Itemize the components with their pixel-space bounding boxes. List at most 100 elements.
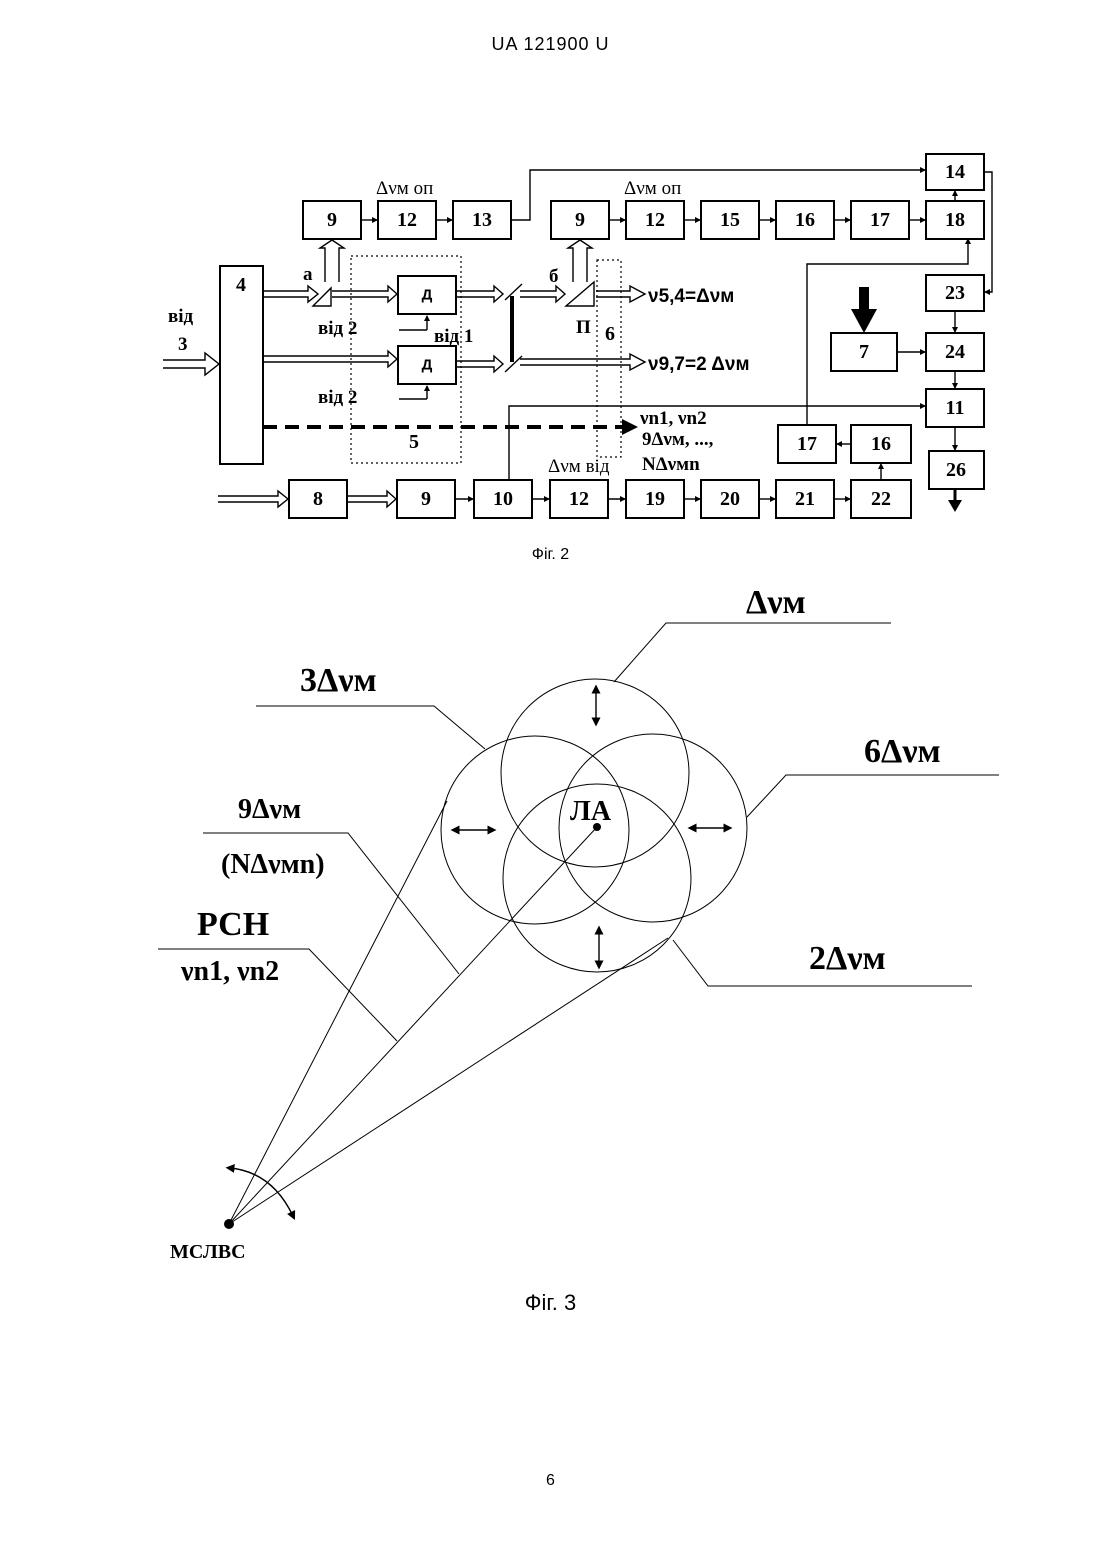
svg-text:9: 9 xyxy=(327,209,337,231)
label-vid-2-top: від 2 xyxy=(318,318,357,339)
svg-text:10: 10 xyxy=(493,488,513,510)
label-n-dv: NΔνмn xyxy=(642,454,700,475)
label-vid-1: від 1 xyxy=(434,326,473,347)
block-9-top-left: 9 xyxy=(303,201,361,239)
circle-bottom xyxy=(503,784,691,972)
la-dot xyxy=(593,823,601,831)
label-two-dv: 2Δνм xyxy=(809,940,886,977)
double-arrow-up-a xyxy=(320,240,344,282)
block-9-top-right: 9 xyxy=(551,201,609,239)
label-vid-3-a: від xyxy=(168,306,194,327)
block-26: 26 xyxy=(929,451,984,489)
block-10: 10 xyxy=(474,480,532,518)
svg-text:16: 16 xyxy=(795,209,815,231)
block-23: 23 xyxy=(926,275,984,311)
label-six-dv: 6Δνм xyxy=(864,733,941,770)
block-d-lower: Д xyxy=(398,346,456,384)
block-d-upper: Д xyxy=(398,276,456,314)
label-la: ЛА xyxy=(570,796,612,827)
svg-text:8: 8 xyxy=(313,488,323,510)
mslvs-dot xyxy=(224,1219,234,1229)
label-dv-top-left: Δνм оп xyxy=(376,178,433,199)
svg-text:11: 11 xyxy=(946,397,965,419)
block-16-mid: 16 xyxy=(851,425,911,463)
block-11: 11 xyxy=(926,389,984,427)
block-16-top: 16 xyxy=(776,201,834,239)
block-15: 15 xyxy=(701,201,759,239)
svg-text:9: 9 xyxy=(421,488,431,510)
block-13: 13 xyxy=(453,201,511,239)
double-arrow-up-b xyxy=(568,240,592,282)
svg-text:14: 14 xyxy=(945,161,965,183)
block-7: 7 xyxy=(831,333,897,371)
block-12-bottom: 12 xyxy=(550,480,608,518)
figure-3-caption: Фіг. 3 xyxy=(0,1290,1101,1316)
page-number: 6 xyxy=(0,1472,1101,1490)
rotation-arc-icon xyxy=(230,1168,293,1216)
rays xyxy=(229,801,668,1224)
svg-text:26: 26 xyxy=(946,459,966,481)
dashed-signal-arrowhead xyxy=(622,419,638,435)
svg-text:12: 12 xyxy=(397,209,417,231)
block-17-mid: 17 xyxy=(778,425,836,463)
label-nu-n: νn1, νn2 xyxy=(639,408,707,429)
label-6: 6 xyxy=(605,323,615,345)
circle-top xyxy=(501,679,689,867)
circle-left xyxy=(441,736,629,924)
circle-right xyxy=(559,734,747,922)
label-nine-dv: 9Δνм, ..., xyxy=(642,429,714,450)
svg-text:9: 9 xyxy=(575,209,585,231)
svg-text:22: 22 xyxy=(871,488,891,510)
block-12-top-left: 12 xyxy=(378,201,436,239)
svg-text:13: 13 xyxy=(472,209,492,231)
label-nine-dv: 9Δνм xyxy=(238,794,301,825)
block-20: 20 xyxy=(701,480,759,518)
svg-text:Д: Д xyxy=(422,357,433,374)
label-vid-3-b: 3 xyxy=(178,334,188,355)
block-4: 4 xyxy=(220,266,263,464)
label-n-dv: (NΔνмn) xyxy=(221,849,325,880)
block-22: 22 xyxy=(851,480,911,518)
label-b: б xyxy=(549,266,559,287)
input-arrow-from-3 xyxy=(163,353,219,375)
block-14: 14 xyxy=(926,154,984,190)
label-p: П xyxy=(576,317,591,338)
outputs-d-blocks xyxy=(456,282,645,372)
svg-text:24: 24 xyxy=(945,341,965,363)
svg-text:17: 17 xyxy=(797,433,817,455)
label-mslvs: МСЛВС xyxy=(170,1241,246,1263)
svg-text:12: 12 xyxy=(569,488,589,510)
block-8: 8 xyxy=(289,480,347,518)
label-vid-2-bottom: від 2 xyxy=(318,387,357,408)
figure-2-diagram: 9 12 13 9 12 15 16 17 18 14 4 Д Д 23 7 2… xyxy=(0,0,1101,560)
label-a: а xyxy=(303,264,313,285)
label-dv: Δνм xyxy=(746,584,806,621)
block-24: 24 xyxy=(926,333,984,371)
svg-text:18: 18 xyxy=(945,209,965,231)
svg-text:Д: Д xyxy=(422,287,433,304)
label-dv-bottom: Δνм від xyxy=(548,456,610,477)
svg-text:16: 16 xyxy=(871,433,891,455)
block-18: 18 xyxy=(926,201,984,239)
label-nu-5-4: ν5,4=Δνм xyxy=(648,286,734,307)
svg-text:7: 7 xyxy=(859,341,869,363)
double-arrows xyxy=(455,689,728,965)
svg-text:23: 23 xyxy=(945,282,965,304)
label-rsn: РСН xyxy=(197,906,269,943)
svg-text:19: 19 xyxy=(645,488,665,510)
block-9-bottom: 9 xyxy=(397,480,455,518)
label-three-dv: 3Δνм xyxy=(300,662,377,699)
block-17-top: 17 xyxy=(851,201,909,239)
leader-lines xyxy=(158,623,999,1041)
block-19: 19 xyxy=(626,480,684,518)
figure-2-caption: Фіг. 2 xyxy=(0,546,1101,564)
block-21: 21 xyxy=(776,480,834,518)
label-dv-top-right: Δνм оп xyxy=(624,178,681,199)
svg-text:20: 20 xyxy=(720,488,740,510)
label-5: 5 xyxy=(409,431,419,453)
block-12-top-right: 12 xyxy=(626,201,684,239)
svg-text:12: 12 xyxy=(645,209,665,231)
label-nu-n: νn1, νn2 xyxy=(180,956,279,987)
big-arrow-into-7 xyxy=(851,287,877,333)
svg-text:17: 17 xyxy=(870,209,890,231)
